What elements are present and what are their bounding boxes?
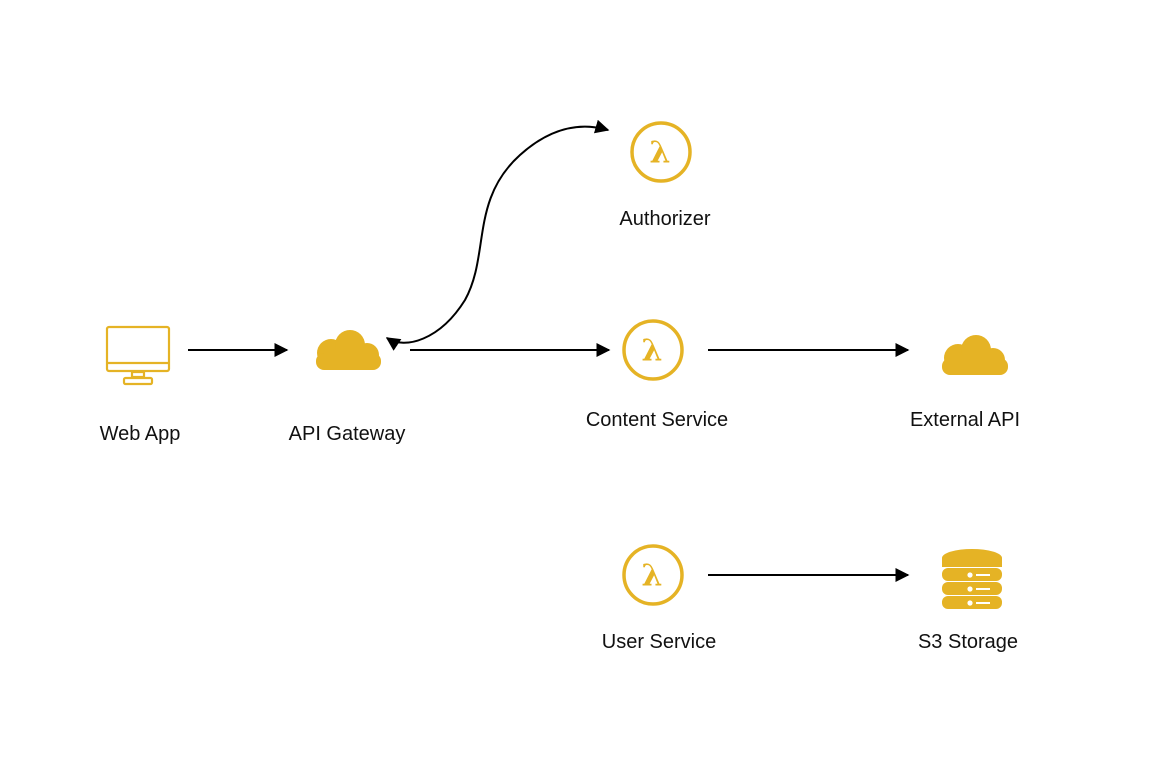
node-api-gateway[interactable]: API Gateway xyxy=(289,330,406,445)
api-gateway-label: API Gateway xyxy=(289,423,406,445)
lambda-glyph: λ xyxy=(641,559,662,594)
database-icon xyxy=(942,549,1002,609)
lambda-icon: λ xyxy=(622,544,684,606)
lambda-icon: λ xyxy=(622,319,684,381)
authorizer-label: Authorizer xyxy=(619,208,710,230)
node-content-service[interactable]: λ Content Service xyxy=(586,319,728,431)
node-s3-storage[interactable]: S3 Storage xyxy=(918,549,1018,653)
lambda-glyph: λ xyxy=(649,136,670,171)
cloud-icon xyxy=(942,335,1008,375)
edge-gateway-authorizer-bidirectional xyxy=(385,119,610,351)
lambda-glyph: λ xyxy=(641,334,662,369)
user-service-label: User Service xyxy=(602,631,716,653)
external-api-label: External API xyxy=(910,409,1020,431)
desktop-monitor-icon xyxy=(105,325,171,386)
node-authorizer[interactable]: λ Authorizer xyxy=(619,121,711,230)
lambda-icon: λ xyxy=(630,121,692,183)
s3-storage-label: S3 Storage xyxy=(918,631,1018,653)
content-service-label: Content Service xyxy=(586,409,728,431)
cloud-icon xyxy=(316,330,381,370)
node-user-service[interactable]: λ User Service xyxy=(602,544,716,653)
node-external-api[interactable]: External API xyxy=(910,335,1020,431)
node-web-app[interactable]: Web App xyxy=(100,325,181,445)
web-app-label: Web App xyxy=(100,423,181,445)
